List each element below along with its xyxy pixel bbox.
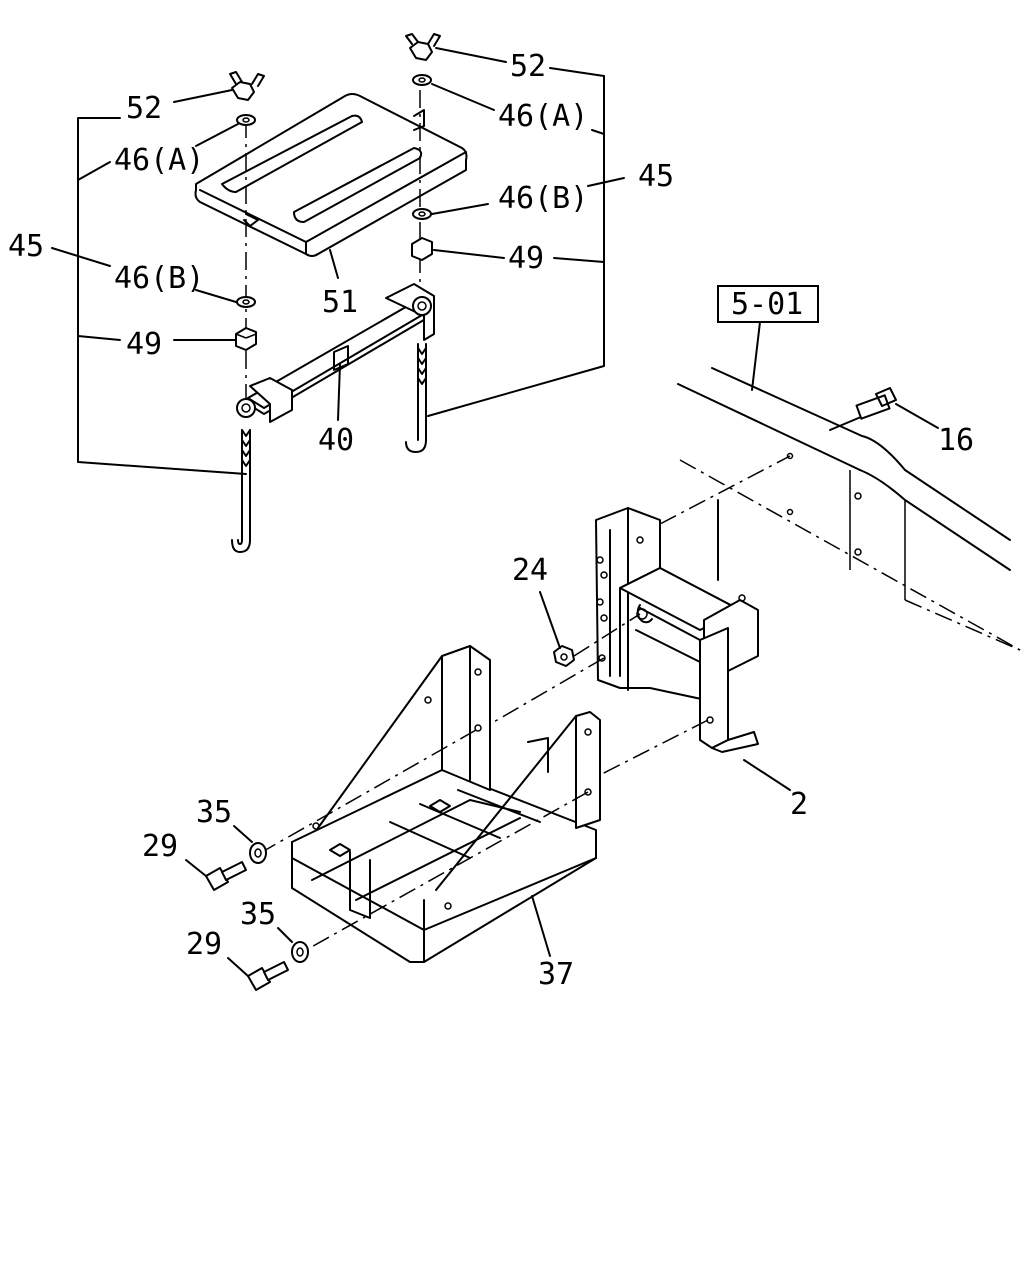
callout-37: 37 bbox=[538, 957, 574, 992]
callout-52-right: 52 bbox=[510, 49, 546, 84]
bolt-16 bbox=[829, 387, 939, 431]
callout-46a-left: 46(A) bbox=[114, 143, 204, 178]
callout-24: 24 bbox=[512, 553, 548, 588]
callout-2: 2 bbox=[790, 787, 808, 822]
frame-rail bbox=[677, 367, 1021, 651]
reference-box-label: 5-01 bbox=[731, 287, 803, 322]
mount-line bbox=[261, 729, 477, 853]
washer-35-top bbox=[233, 825, 267, 864]
callout-46a-right: 46(A) bbox=[498, 99, 588, 134]
mount-line bbox=[479, 657, 605, 731]
leader-lines bbox=[51, 47, 625, 475]
callout-35-bottom: 35 bbox=[240, 897, 276, 932]
callout-29-top: 29 bbox=[142, 829, 178, 864]
mount-line bbox=[305, 791, 589, 951]
callout-49-right: 49 bbox=[508, 241, 544, 276]
washer-35-bottom bbox=[277, 927, 309, 963]
callout-45-right: 45 bbox=[638, 159, 674, 194]
reference-box[interactable]: 5-01 bbox=[717, 285, 819, 391]
bracket-2 bbox=[595, 499, 791, 791]
left-fastener-stack bbox=[229, 71, 265, 553]
right-fastener-stack bbox=[405, 33, 441, 453]
mount-line bbox=[589, 719, 709, 781]
callout-49-left: 49 bbox=[126, 327, 162, 362]
callout-16: 16 bbox=[938, 423, 974, 458]
callout-29-bottom: 29 bbox=[186, 927, 222, 962]
callout-45-left: 45 bbox=[8, 229, 44, 264]
bolt-29-top bbox=[185, 859, 247, 891]
bolt-29-bottom bbox=[227, 957, 289, 991]
callout-40: 40 bbox=[318, 423, 354, 458]
mount-line bbox=[659, 455, 791, 525]
nut-24 bbox=[539, 591, 575, 667]
callout-46b-left: 46(B) bbox=[114, 261, 204, 296]
hold-down-bar-40 bbox=[236, 283, 435, 423]
mount-line bbox=[573, 613, 641, 657]
callout-52-left: 52 bbox=[126, 91, 162, 126]
battery-carrier-37 bbox=[291, 645, 601, 963]
callout-labels: 52 52 46(A) 46(A) 46(B) 46(B) 45 45 49 4… bbox=[8, 49, 974, 992]
callout-35-top: 35 bbox=[196, 795, 232, 830]
callout-46b-right: 46(B) bbox=[498, 181, 588, 216]
callout-51: 51 bbox=[322, 285, 358, 320]
